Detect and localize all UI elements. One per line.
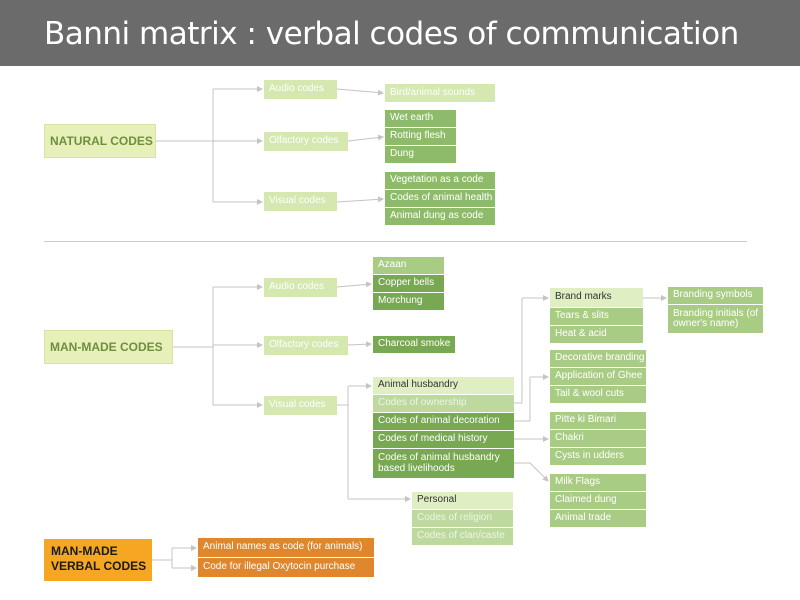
animal-names-code-node: Animal names as code (for animals) — [198, 538, 374, 557]
codes-of-ownership-node: Codes of ownership — [373, 395, 514, 412]
charcoal-smoke-node: Charcoal smoke — [373, 336, 455, 353]
animal-dung-code-node: Animal dung as code — [385, 208, 495, 225]
azaan-node: Azaan — [373, 257, 444, 274]
branding-initials-node: Branding initials (of owner's name) — [668, 305, 763, 333]
man-made-verbal-codes-node: MAN-MADE VERBAL CODES — [44, 539, 152, 581]
copper-bells-node: Copper bells — [373, 275, 444, 292]
oxytocin-code-node: Code for illegal Oxytocin purchase — [198, 558, 374, 577]
animal-decoration-node: Codes of animal decoration — [373, 413, 514, 430]
tears-slits-node: Tears & slits — [550, 308, 643, 325]
animal-health-node: Codes of animal health — [385, 190, 495, 207]
decorative-branding-node: Decorative branding — [550, 350, 646, 367]
manmade-audio-codes-node: Audio codes — [264, 278, 337, 297]
header-bar: Banni matrix : verbal codes of communica… — [0, 0, 800, 66]
milk-flags-node: Milk Flags — [550, 474, 646, 491]
husbandry-livelihoods-node: Codes of animal husbandry based liveliho… — [373, 449, 514, 478]
bird-animal-sounds-node: Bird/animal sounds — [385, 84, 495, 102]
section-divider — [44, 241, 747, 242]
codes-of-clan-caste-node: Codes of clan/caste — [412, 528, 513, 545]
medical-history-node: Codes of medical history — [373, 431, 514, 448]
application-of-ghee-node: Application of Ghee — [550, 368, 646, 385]
branding-symbols-node: Branding symbols — [668, 287, 763, 304]
animal-trade-node: Animal trade — [550, 510, 646, 527]
natural-olfactory-codes-node: Olfactory codes — [264, 132, 348, 151]
brand-marks-node: Brand marks — [550, 288, 643, 307]
natural-audio-codes-node: Audio codes — [264, 80, 337, 99]
morchung-node: Morchung — [373, 293, 444, 310]
verbal-label-line1: MAN-MADE — [51, 544, 118, 558]
heat-acid-node: Heat & acid — [550, 326, 643, 343]
cysts-in-udders-node: Cysts in udders — [550, 448, 646, 465]
chakri-node: Chakri — [550, 430, 646, 447]
verbal-label-line2: VERBAL CODES — [51, 559, 147, 573]
manmade-olfactory-codes-node: Olfactory codes — [264, 336, 348, 355]
vegetation-code-node: Vegetation as a code — [385, 172, 495, 189]
dung-node: Dung — [385, 146, 456, 163]
tail-wool-cuts-node: Tail & wool cuts — [550, 386, 646, 403]
rotting-flesh-node: Rotting flesh — [385, 128, 456, 145]
page-title: Banni matrix : verbal codes of communica… — [44, 16, 739, 52]
pitte-ki-bimari-node: Pitte ki Bimari — [550, 412, 646, 429]
manmade-visual-codes-node: Visual codes — [264, 396, 337, 415]
personal-node: Personal — [412, 492, 513, 509]
natural-visual-codes-node: Visual codes — [264, 192, 337, 211]
natural-codes-node: NATURAL CODES — [44, 124, 156, 158]
claimed-dung-node: Claimed dung — [550, 492, 646, 509]
wet-earth-node: Wet earth — [385, 110, 456, 127]
codes-of-religion-node: Codes of religion — [412, 510, 513, 527]
animal-husbandry-node: Animal husbandry — [373, 377, 514, 394]
man-made-codes-node: MAN-MADE CODES — [44, 330, 173, 364]
